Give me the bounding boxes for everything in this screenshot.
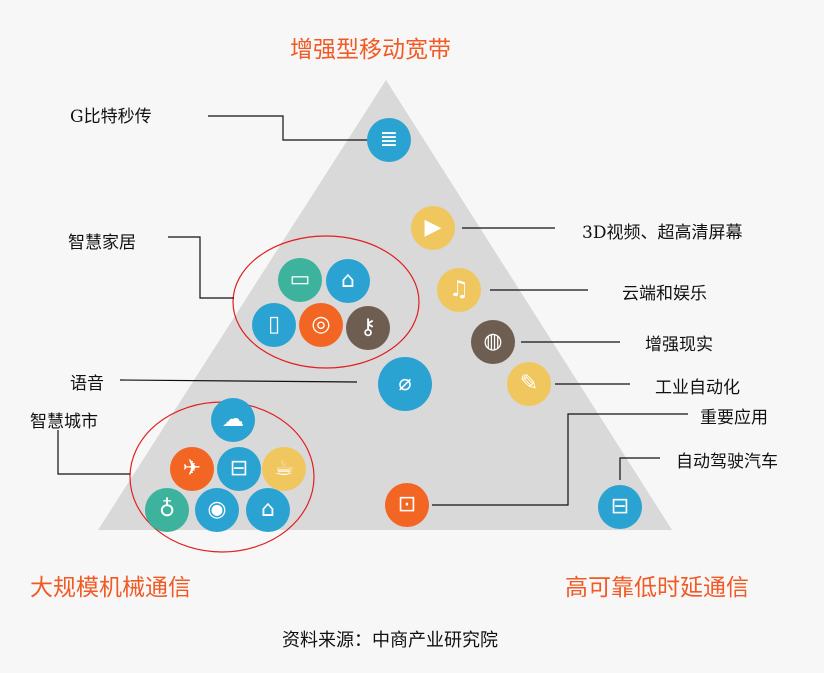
smart-home-ellipse (232, 235, 420, 369)
source-note: 资料来源：中商产业研究院 (282, 630, 498, 651)
voice-leader (119, 379, 358, 383)
label-video: 3D视频、超高清屏幕 (582, 223, 743, 243)
label-critical: 重要应用 (700, 408, 768, 428)
monitor-icon: ▭ (278, 258, 322, 302)
label-autodrive: 自动驾驶汽车 (676, 452, 778, 472)
planet-icon: ♁ (145, 488, 189, 532)
lock-icon: ⊡ (385, 483, 429, 527)
label-ar: 增强现实 (645, 335, 713, 355)
label-cloud: 云端和娱乐 (622, 284, 707, 304)
cloud-download-icon: ☁ (211, 398, 255, 442)
gbps-leader (208, 115, 367, 141)
wrench-icon: ✎ (507, 362, 551, 406)
title-top: 增强型移动宽带 (290, 37, 451, 63)
label-voice: 语音 (70, 374, 104, 394)
label-gbps: G比特秒传 (70, 107, 152, 127)
car-icon: ⊟ (598, 485, 642, 529)
database-icon: ≣ (367, 118, 411, 162)
smartphone-icon: ▯ (252, 303, 296, 347)
home-icon: ⌂ (246, 488, 290, 532)
smart-home-leader (168, 236, 234, 299)
wireless-signal-icon: ◉ (195, 488, 239, 532)
speaker-icon: ◎ (299, 303, 343, 347)
microphone-muted-icon: ⌀ (378, 357, 432, 411)
label-industry: 工业自动化 (655, 378, 740, 398)
label-smart-city: 智慧城市 (30, 412, 98, 432)
autodrive-leader (619, 457, 660, 480)
globe-icon: ◍ (471, 320, 515, 364)
home-icon: ⌂ (326, 259, 370, 303)
car-icon: ⊟ (217, 447, 261, 491)
video-camera-icon: ▶ (411, 206, 455, 250)
coffee-cup-icon: ☕ (262, 447, 306, 491)
smart-city-leader (57, 430, 130, 475)
critical-leader (432, 413, 688, 506)
title-bottom-left: 大规模机械通信 (30, 575, 191, 601)
title-bottom-right: 高可靠低时延通信 (565, 575, 749, 601)
airplane-icon: ✈ (170, 447, 214, 491)
key-icon: ⚷ (346, 306, 390, 350)
label-smart-home: 智慧家居 (68, 233, 136, 253)
music-disc-icon: ♫ (437, 268, 481, 312)
